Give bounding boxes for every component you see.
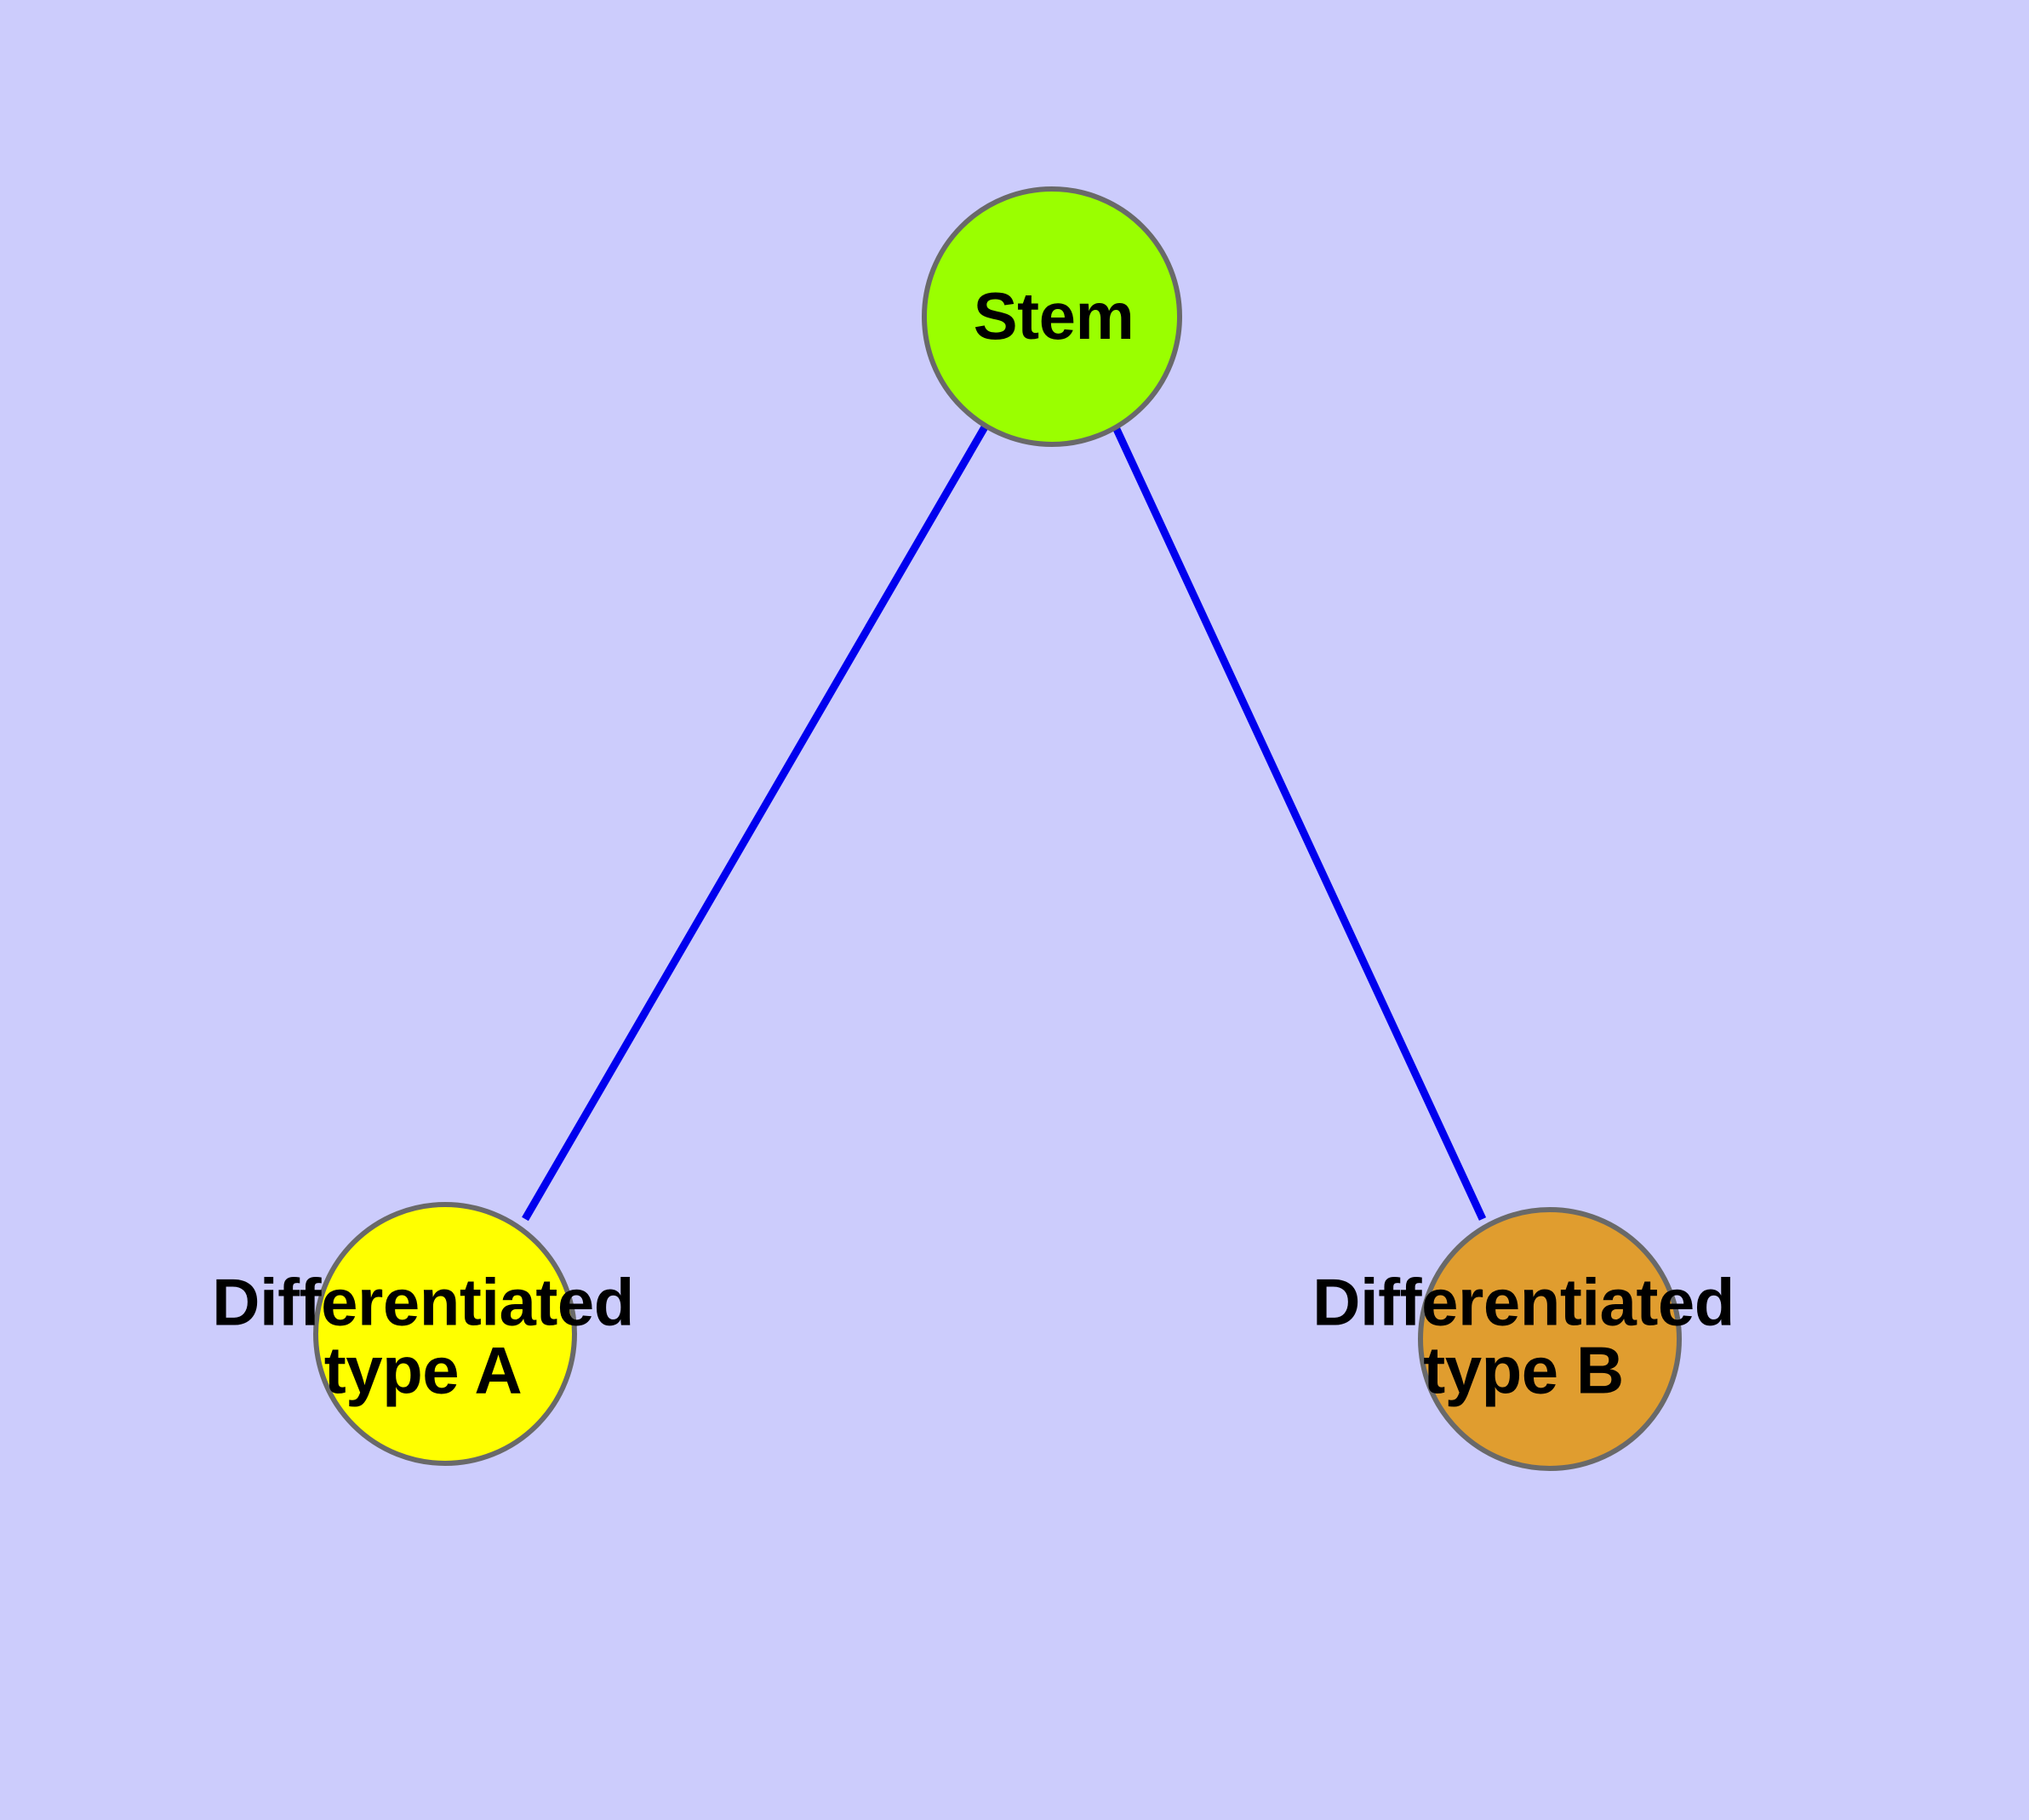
edge-stem-to-differentiated-type-b[interactable] xyxy=(1112,426,1487,1221)
node-differentiated-type-a[interactable] xyxy=(313,1202,577,1466)
node-stem[interactable] xyxy=(922,186,1182,447)
edge-stem-to-differentiated-type-a[interactable] xyxy=(522,423,989,1222)
node-differentiated-type-b[interactable] xyxy=(1418,1207,1682,1471)
